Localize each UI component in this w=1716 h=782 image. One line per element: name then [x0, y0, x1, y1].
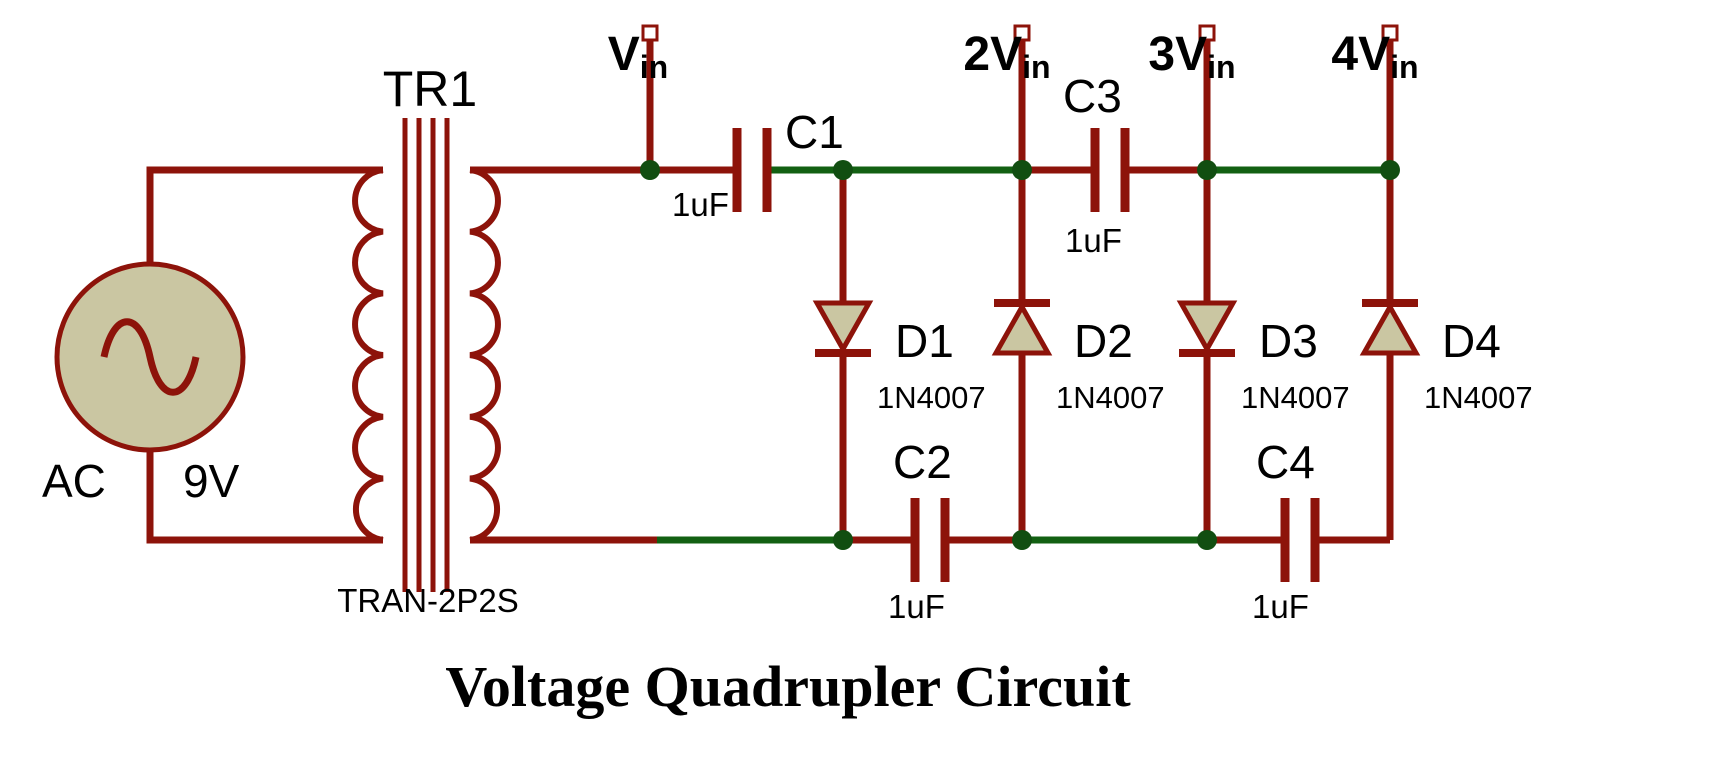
sine-wave-icon: [100, 318, 200, 396]
capacitor-c4: [1280, 498, 1320, 582]
tap-label-main: 4V: [1331, 28, 1390, 81]
capacitor-ref-c1: C1: [785, 106, 844, 158]
diode-ref-d2: D2: [1074, 315, 1133, 367]
junction-dot: [833, 530, 853, 550]
wire-ac-top: [146, 166, 383, 264]
diode-d1: [812, 300, 874, 357]
tap-label-vin: Vin: [608, 28, 668, 85]
capacitor-ref-c4: C4: [1256, 436, 1315, 488]
junction-dot: [1197, 530, 1217, 550]
junction-dot: [1380, 160, 1400, 180]
diode-model-d3: 1N4007: [1241, 380, 1350, 415]
junction-dot: [1012, 530, 1032, 550]
diode-model-d4: 1N4007: [1424, 380, 1533, 415]
diode-ref-d1: D1: [895, 315, 954, 367]
capacitor-value-c2: 1uF: [888, 588, 945, 625]
junction-dot: [640, 160, 660, 180]
tap-label-sub: in: [1390, 49, 1418, 85]
transformer-tr1: [352, 118, 501, 592]
diode-triangle: [812, 300, 874, 355]
diode-d2: [991, 299, 1053, 356]
ac-source-value: 9V: [183, 455, 240, 507]
transformer-model: TRAN-2P2S: [337, 582, 519, 619]
diode-d3: [1176, 300, 1238, 357]
diode-triangle: [991, 301, 1053, 356]
tap-label-main: 3V: [1148, 28, 1207, 81]
capacitor-c3: [1090, 128, 1130, 212]
junction-nodes: [640, 160, 1400, 550]
capacitor-ref-c3: C3: [1063, 70, 1122, 122]
tap-label-2vin: 2Vin: [963, 28, 1050, 85]
transformer-primary-coil: [352, 167, 384, 543]
capacitor-value-c1: 1uF: [672, 186, 729, 223]
capacitor-ref-c2: C2: [893, 436, 952, 488]
transformer-ref: TR1: [383, 61, 477, 117]
tap-label-3vin: 3Vin: [1148, 28, 1235, 85]
page-title: Voltage Quadrupler Circuit: [445, 654, 1131, 719]
terminal-4vin: [1381, 24, 1399, 42]
diode-ref-d3: D3: [1259, 315, 1318, 367]
capacitor-c2: [910, 498, 950, 582]
junction-dot: [1197, 160, 1217, 180]
tap-label-main: V: [608, 28, 640, 81]
tap-label-sub: in: [1207, 49, 1235, 85]
diode-triangle: [1359, 301, 1421, 356]
tap-label-sub: in: [640, 49, 668, 85]
diode-d4: [1359, 299, 1421, 356]
tap-label-4vin: 4Vin: [1331, 28, 1418, 85]
capacitor-value-c4: 1uF: [1252, 588, 1309, 625]
labels: Vin 2Vin 3Vin 4Vin AC 9V TR1 TRAN-2P2S C…: [42, 28, 1533, 719]
terminal-vin: [641, 24, 659, 42]
diode-triangle: [1176, 300, 1238, 355]
junction-dot: [1012, 160, 1032, 180]
terminal-3vin: [1198, 24, 1216, 42]
tap-label-main: 2V: [963, 28, 1022, 81]
diode-model-d2: 1N4007: [1056, 380, 1165, 415]
diode-model-d1: 1N4007: [877, 380, 986, 415]
ac-source-name: AC: [42, 455, 106, 507]
capacitor-c1: [732, 128, 772, 212]
output-terminals: [641, 24, 1399, 42]
junction-dot: [833, 160, 853, 180]
wire-ac-bottom: [146, 450, 383, 544]
ac-source: [54, 261, 246, 453]
diode-ref-d4: D4: [1442, 315, 1501, 367]
capacitor-value-c3: 1uF: [1065, 222, 1122, 259]
tap-label-sub: in: [1022, 49, 1050, 85]
wires: [146, 40, 1394, 544]
transformer-secondary-coil: [469, 167, 501, 543]
terminal-2vin: [1013, 24, 1031, 42]
